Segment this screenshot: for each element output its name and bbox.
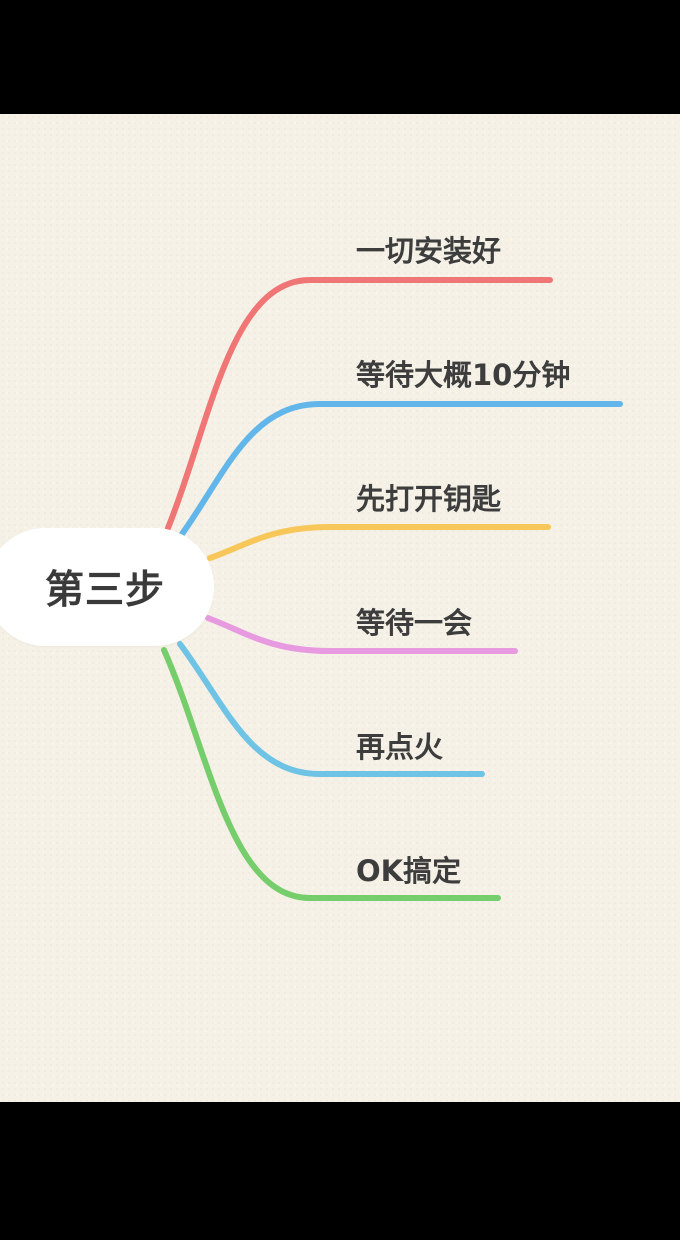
branch-label-3[interactable]: 先打开钥匙	[356, 482, 502, 516]
root-node[interactable]: 第三步	[0, 528, 214, 646]
branch-line-2	[179, 401, 623, 537]
mindmap-branches	[161, 277, 623, 901]
branch-line-6	[161, 647, 501, 901]
branch-line-3	[207, 524, 551, 561]
branch-label-2[interactable]: 等待大概10分钟	[356, 358, 571, 392]
mindmap-canvas: 第三步 一切安装好 等待大概10分钟 先打开钥匙 等待一会 再点火 OK搞定	[0, 114, 680, 1102]
branch-label-6[interactable]: OK搞定	[356, 854, 462, 888]
branch-label-5[interactable]: 再点火	[356, 730, 444, 764]
branch-line-4	[205, 615, 518, 654]
branch-line-5	[177, 641, 485, 777]
branch-line-1	[165, 277, 553, 531]
branch-label-4[interactable]: 等待一会	[356, 606, 473, 640]
branch-label-1[interactable]: 一切安装好	[356, 234, 502, 268]
root-node-label: 第三步	[44, 568, 165, 613]
